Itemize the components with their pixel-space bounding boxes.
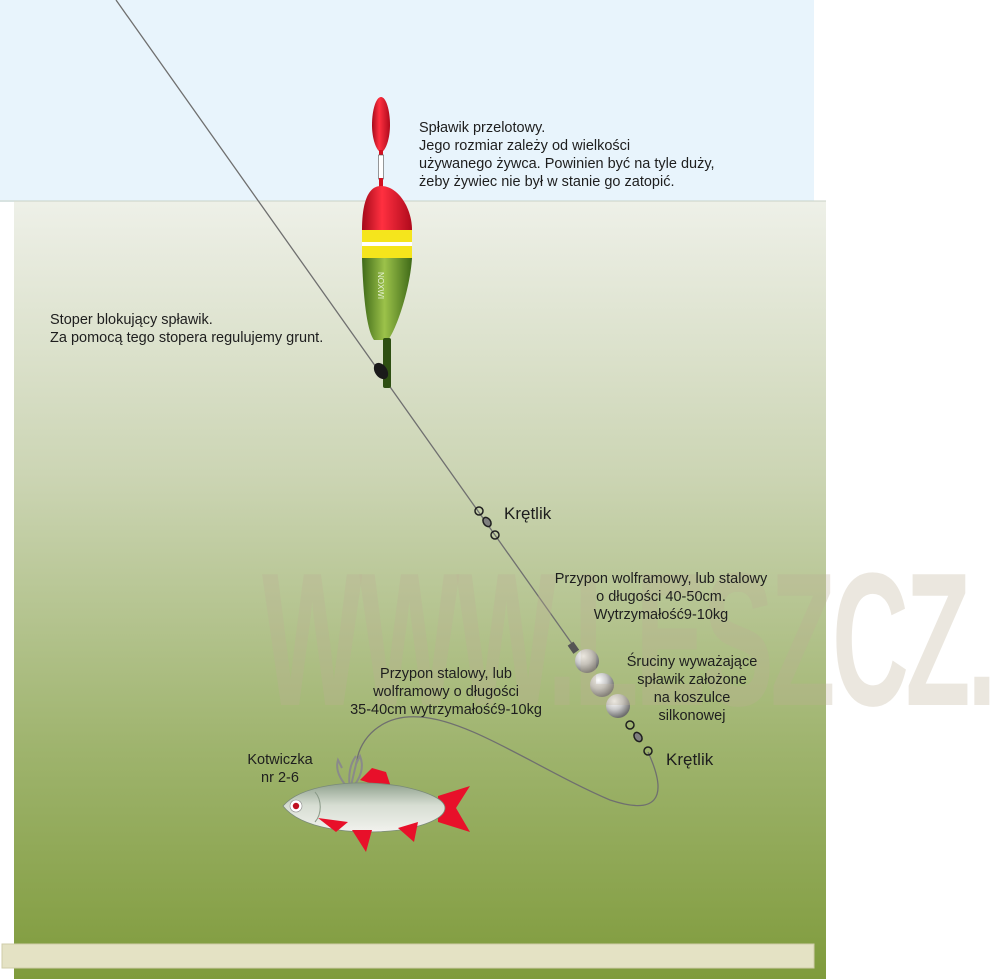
shot-weight-icon [575,649,630,718]
main-line [115,0,576,649]
swivel-bottom-label: Krętlik [666,750,714,769]
sky-area [0,0,814,202]
water-area [14,201,826,979]
shot-weights-label: Śruciny wyważające spławik założone na k… [626,654,758,724]
live-bait-fish-icon [282,768,470,852]
swivel-icon [625,720,653,756]
watermark: WWW.LESZCZ.PL [262,534,1000,746]
stopper-label: Stoper blokujący spławik. Za pomocą tego… [50,312,324,346]
float-brand: NOXWI [376,272,385,299]
silicone-tube [567,641,580,654]
float-icon: NOXWI [362,97,412,388]
float-label: Spławik przelotowy. Jego rozmiar zależy … [419,120,715,190]
bottom-bar [1,943,815,969]
swivel-icon [474,506,500,540]
steel-leader-label: Przypon stalowy, lub wolframowy o długoś… [350,666,542,718]
stopper-icon [373,362,389,380]
swivel-top-label: Krętlik [504,504,552,523]
steel-leader-wire [356,716,659,807]
hook-label: Kotwiczka nr 2-6 [247,752,313,786]
tungsten-leader-label: Przypon wolframowy, lub stalowy o długoś… [554,571,768,623]
